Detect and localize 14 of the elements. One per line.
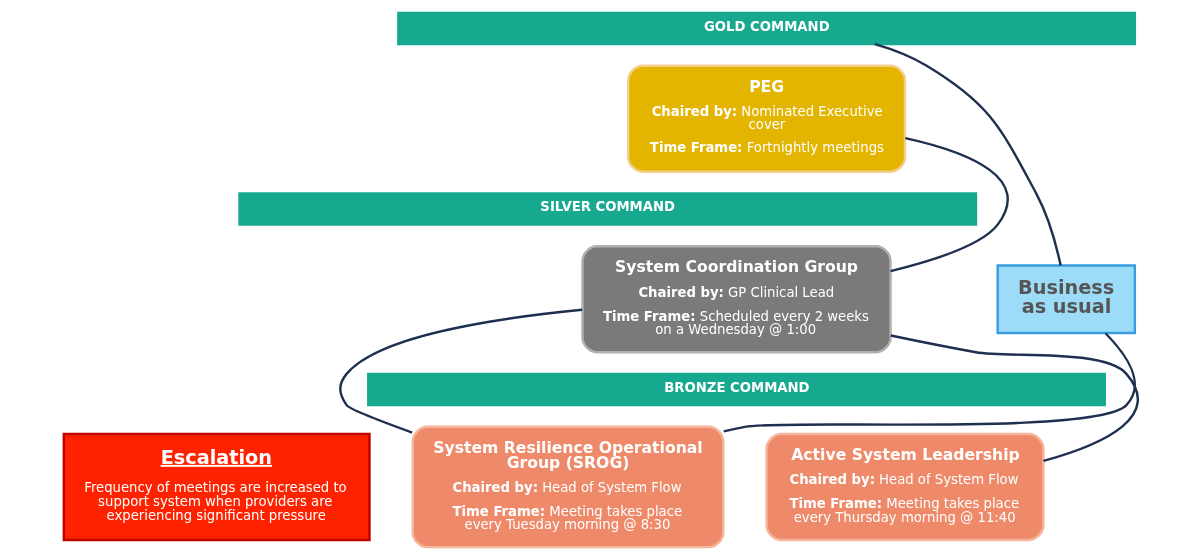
node-box: SILVER COMMAND [238,192,978,226]
connector [723,332,1136,433]
connector [890,136,1009,273]
node-box: Active System Leadership Chaired by: Head of System Flow Time Frame: Meeting takes place every Thursday morning @ 11:40 [765,432,1045,542]
node-box: System Resilience Operational Group (SROG) Chaired by: Head of System Flow Time Frame: Meeting takes place every Tuesday morning @ 8:30 [411,425,725,549]
node-box: Escalation Frequency of meetings are increased to support system when providers are experiencing significant pressure [62,432,371,542]
connector [890,334,1139,463]
node-box: Business as usual [996,264,1137,335]
connector [874,43,1062,266]
connector [339,308,583,434]
node-box: BRONZE COMMAND [367,372,1106,407]
node-box: System Coordination Group Chaired by: GP Clinical Lead Time Frame: Scheduled every 2 weeks on a Wednesday @ 1:00 [581,245,892,354]
node-box: PEG Chaired by: Nominated Executive cover Time Frame: Fortnightly meetings [627,64,907,173]
node-box: GOLD COMMAND [397,11,1137,46]
